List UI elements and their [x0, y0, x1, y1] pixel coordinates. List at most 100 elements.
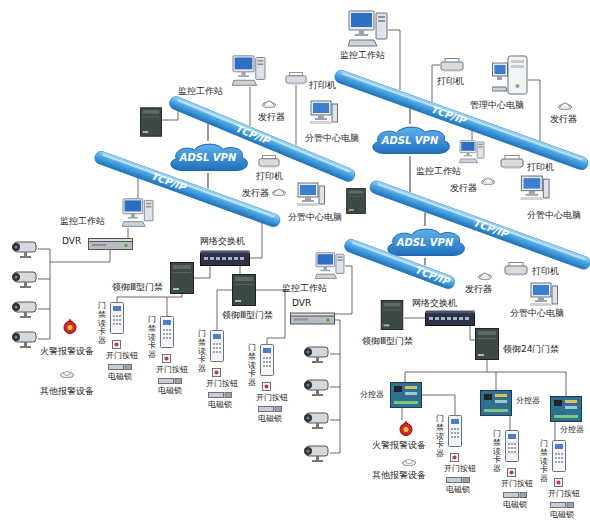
printer-icon [259, 156, 279, 168]
vertical-label: 门禁读卡器 [248, 344, 256, 388]
link-line [409, 108, 410, 124]
wire [194, 266, 210, 278]
device-label: 电磁锁 [208, 400, 232, 409]
device-label: 电磁锁 [446, 485, 470, 494]
band-label: TCP/IP [234, 121, 273, 148]
reader-icon [261, 345, 274, 376]
lock-icon [159, 379, 182, 384]
link-line [207, 173, 208, 188]
device-label: 其他报警设备 [40, 386, 94, 396]
button-icon [113, 341, 121, 349]
wire [404, 318, 425, 319]
device-label: 电磁锁 [108, 372, 132, 381]
link-line [409, 156, 410, 192]
wire [422, 395, 455, 415]
device-label: 发行器 [450, 183, 477, 193]
band-highlight [102, 153, 275, 217]
issuer-icon [479, 273, 492, 280]
device-label: 开门按钮 [548, 489, 580, 498]
device-label: 分管中心电脑 [288, 212, 342, 222]
reader-icon [449, 416, 462, 447]
subcontroller-icon [551, 397, 582, 422]
issuer-icon [482, 178, 495, 185]
link-line [424, 212, 425, 226]
controller-icon [476, 329, 499, 360]
device-label: 电磁锁 [503, 500, 527, 509]
camera-icon [12, 242, 36, 258]
cloud-label: ADSL VPN [165, 141, 252, 173]
lock-icon [109, 365, 132, 370]
band-label: TCP/IP [430, 102, 469, 127]
device-label: 打印机 [527, 162, 554, 172]
lock-icon [504, 493, 527, 498]
device-label: 监控工作站 [60, 216, 105, 226]
camera-icon [12, 332, 36, 348]
subcontroller-icon [481, 391, 512, 416]
issuer-icon [263, 101, 276, 108]
device-label: 监控工作站 [178, 86, 223, 96]
computer-icon [310, 101, 338, 124]
computer-icon [520, 176, 549, 200]
reader-icon [211, 331, 224, 362]
fire-alarm-icon [64, 319, 76, 334]
vertical-label: 门禁读卡器 [148, 316, 156, 360]
device-label: 其他报警设备 [372, 470, 426, 480]
wire [496, 372, 497, 390]
vertical-label: 门禁读卡器 [540, 440, 548, 484]
wire [296, 85, 297, 145]
vpn-cloud: ADSL VPN [367, 124, 454, 156]
lock-icon [551, 503, 574, 508]
cloud-label: ADSL VPN [382, 226, 469, 258]
device-label: 火警报警设备 [40, 346, 94, 356]
device-label: 开门按钮 [444, 464, 476, 473]
cloud-label: ADSL VPN [367, 124, 454, 156]
dvr-icon [291, 313, 335, 324]
wire [388, 30, 400, 90]
wire [38, 279, 50, 280]
device-label: 分管中心电脑 [305, 133, 359, 143]
band-body [333, 68, 590, 171]
workstation-icon [315, 253, 344, 279]
button-icon [213, 369, 221, 377]
printer-icon [286, 73, 306, 85]
lock-icon [209, 393, 232, 398]
camera-icon [304, 380, 328, 396]
button-icon [163, 355, 171, 363]
device-label: 开门按钮 [156, 365, 188, 374]
wire [240, 266, 241, 274]
wire [555, 422, 556, 440]
alarm-icon [403, 460, 416, 466]
lock-icon [259, 407, 282, 412]
reader-icon [161, 317, 174, 348]
device-label: 分控器 [360, 390, 384, 399]
band-highlight [342, 72, 583, 160]
wire [50, 250, 110, 262]
wire [402, 408, 403, 420]
band-label: TCP/IP [472, 216, 511, 242]
camera-icon [12, 302, 36, 318]
camera-icon [12, 272, 36, 288]
wire [250, 87, 251, 126]
device-label: DVR [62, 236, 81, 246]
device-label: 网络交换机 [200, 236, 245, 246]
device-label: 分管中心电脑 [527, 210, 581, 220]
wire [472, 131, 473, 140]
device-label: 电磁锁 [258, 414, 282, 423]
vertical-label: 门禁读卡器 [98, 302, 106, 346]
controller-icon [381, 300, 403, 329]
workstation-icon [348, 11, 387, 46]
device-label: 开门按钮 [501, 479, 533, 488]
computer-icon [530, 283, 558, 306]
device-label: 监控工作站 [282, 283, 327, 293]
workstation-icon [122, 199, 153, 227]
workstation-icon [232, 56, 265, 85]
device-label: 开门按钮 [206, 379, 238, 388]
wire [330, 354, 340, 453]
device-label: DVR [292, 298, 311, 308]
reader-icon [111, 303, 124, 334]
reader-icon [506, 431, 519, 462]
wire [510, 416, 511, 430]
device-label: 分管中心电脑 [510, 308, 564, 318]
wire [38, 249, 50, 339]
